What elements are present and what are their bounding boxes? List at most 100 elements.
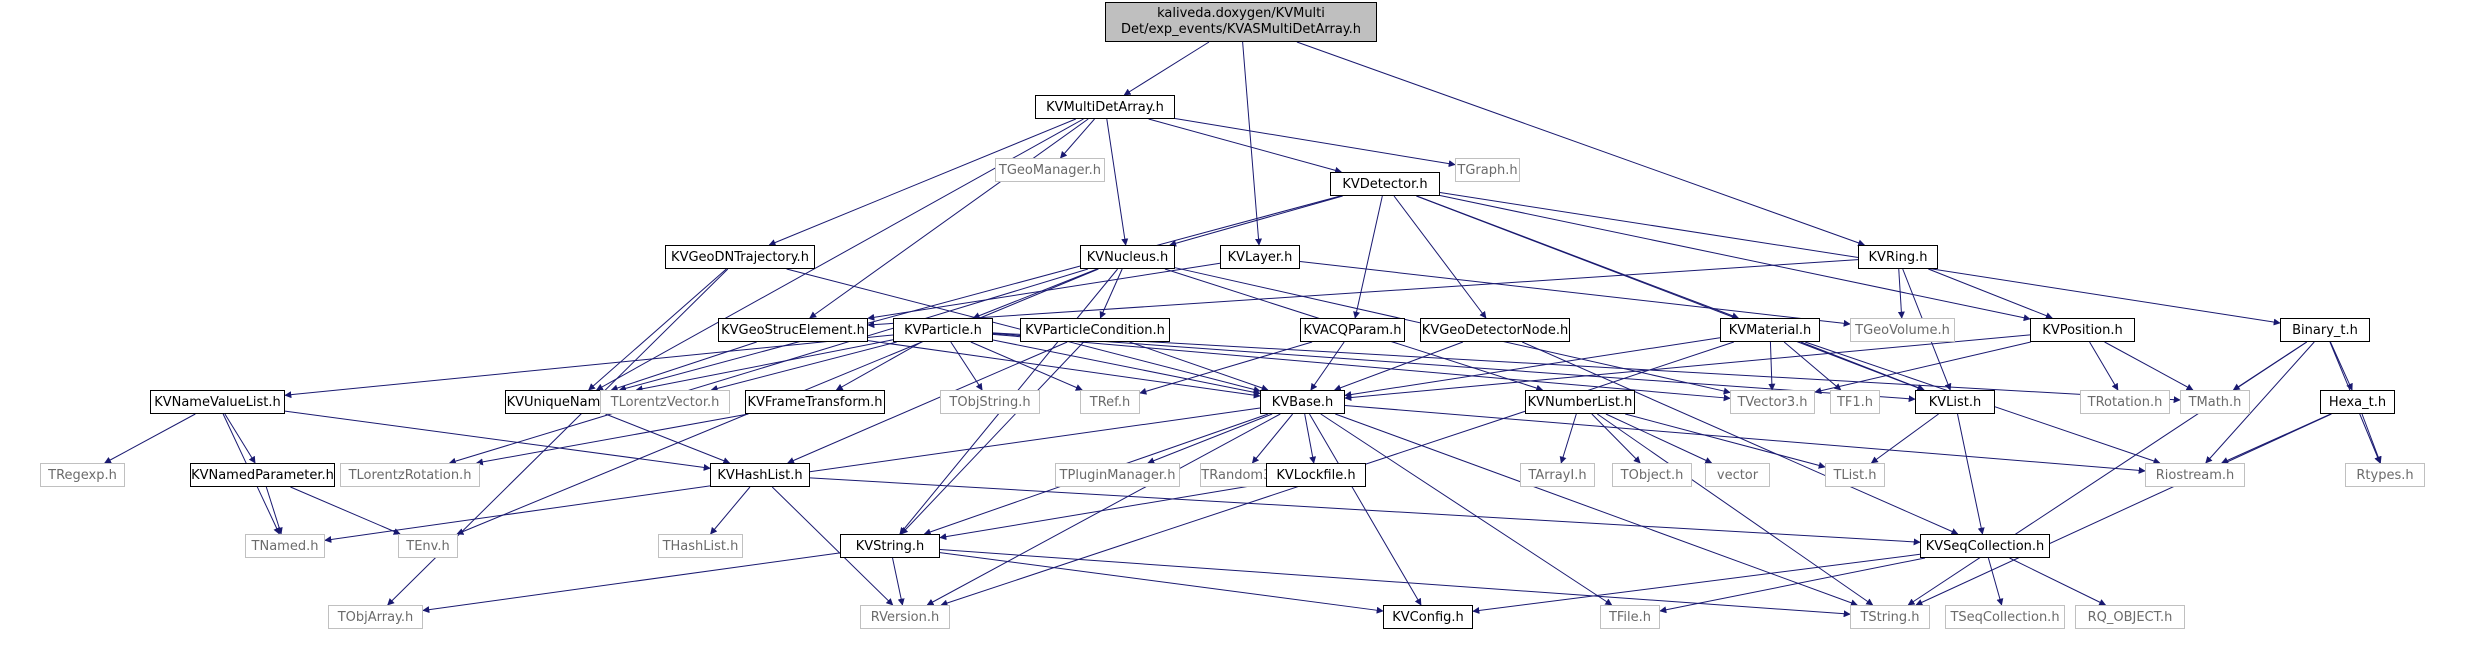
node-tarrayi[interactable]: TArrayI.h — [1520, 463, 1595, 487]
edge-kvmultidetarray-to-kvgeostrucelement — [809, 118, 1089, 319]
node-kvlist[interactable]: KVList.h — [1915, 390, 1995, 414]
node-kvlayer[interactable]: KVLayer.h — [1220, 245, 1300, 269]
edge-kvacqparam-to-kvbase — [1310, 341, 1345, 391]
edge-hexa_t-to-tstring — [1915, 413, 2332, 606]
edge-kvbase-to-kvconfig — [1309, 413, 1422, 606]
edge-root-to-kvlayer — [1242, 41, 1263, 246]
node-kvnamedparameter[interactable]: KVNamedParameter.h — [190, 463, 335, 487]
edge-kvparticle-to-kvnamevaluelist — [284, 334, 894, 399]
node-tfile[interactable]: TFile.h — [1600, 605, 1660, 629]
node-kvring[interactable]: KVRing.h — [1858, 245, 1938, 269]
edge-kvhashlist-to-kvseqcollection — [809, 477, 1921, 546]
edge-kvparticle-to-kvframetransform — [835, 341, 922, 391]
node-tlorentzrotation[interactable]: TLorentzRotation.h — [340, 463, 480, 487]
node-kvgeodntrajectory[interactable]: KVGeoDNTrajectory.h — [665, 245, 815, 269]
root-file-line1: kaliveda.doxygen/KVMulti — [1157, 6, 1325, 21]
node-riostream[interactable]: Riostream.h — [2145, 463, 2245, 487]
node-tobjstring[interactable]: TObjString.h — [940, 390, 1040, 414]
node-rq-object[interactable]: RQ_OBJECT.h — [2075, 605, 2185, 629]
edge-kvgeodntrajectory-to-kvuniquenamelist — [588, 268, 727, 391]
node-kvparticle[interactable]: KVParticle.h — [893, 318, 993, 342]
node-tgeovolume[interactable]: TGeoVolume.h — [1850, 318, 1955, 342]
edge-kvstring-to-kvconfig — [939, 552, 1384, 614]
node-kvhashlist[interactable]: KVHashList.h — [710, 463, 810, 487]
edge-binary_t-to-tstring — [1907, 341, 2308, 606]
node-tmath[interactable]: TMath.h — [2180, 390, 2250, 414]
node-tgeomanager[interactable]: TGeoManager.h — [995, 158, 1105, 182]
node-tenv[interactable]: TEnv.h — [398, 534, 458, 558]
node-kvnumberlist[interactable]: KVNumberList.h — [1525, 390, 1635, 414]
edge-kvparticle-to-tmath — [992, 332, 2181, 404]
node-rversion[interactable]: RVersion.h — [860, 605, 950, 629]
node-thashlist[interactable]: THashList.h — [658, 534, 743, 558]
node-tf1[interactable]: TF1.h — [1830, 390, 1880, 414]
root-file-node[interactable]: kaliveda.doxygen/KVMulti Det/exp_events/… — [1105, 2, 1377, 42]
edge-kvlayer-to-kvgeostrucelement — [867, 262, 1221, 321]
node-trotation[interactable]: TRotation.h — [2080, 390, 2170, 414]
edge-kvnumberlist-to-tarrayi — [1559, 413, 1577, 464]
node-tseqcollection[interactable]: TSeqCollection.h — [1945, 605, 2065, 629]
edge-kvacqparam-to-tref — [1139, 341, 1313, 395]
node-kvmultidetarray[interactable]: KVMultiDetArray.h — [1035, 95, 1175, 119]
node-hexa-t[interactable]: Hexa_t.h — [2320, 390, 2395, 414]
node-kvmaterial[interactable]: KVMaterial.h — [1720, 318, 1820, 342]
node-tpluginmanager[interactable]: TPluginManager.h — [1055, 463, 1180, 487]
edge-kvdetector-to-kvacqparam — [1353, 195, 1383, 319]
node-kvnucleus[interactable]: KVNucleus.h — [1080, 245, 1175, 269]
edge-kvnumberlist-to-tlist — [1625, 413, 1826, 469]
node-tobjarray[interactable]: TObjArray.h — [328, 605, 423, 629]
node-kvseqcollection[interactable]: KVSeqCollection.h — [1920, 534, 2050, 558]
node-kvgeodetectornode[interactable]: KVGeoDetectorNode.h — [1420, 318, 1570, 342]
edge-kvnamedparameter-to-tnamed — [265, 486, 283, 535]
node-rtypes[interactable]: Rtypes.h — [2345, 463, 2425, 487]
node-kvstring[interactable]: KVString.h — [840, 534, 940, 558]
node-tobject[interactable]: TObject.h — [1612, 463, 1692, 487]
edge-kvdetector-to-kvuniquenamelist — [618, 195, 1341, 392]
edge-kvparticle-to-tobjstring — [950, 341, 983, 391]
node-tlorentzvector[interactable]: TLorentzVector.h — [600, 390, 730, 414]
edge-binary_t-to-hexa_t — [2329, 341, 2353, 391]
edge-kvframetransform-to-tlorentzrotation — [475, 413, 749, 466]
root-file-line2: Det/exp_events/KVASMultiDetArray.h — [1120, 22, 1362, 37]
node-tstring[interactable]: TString.h — [1850, 605, 1930, 629]
edge-kvparticle-to-tref — [970, 341, 1083, 391]
node-binary-t[interactable]: Binary_t.h — [2280, 318, 2370, 342]
edge-kvmaterial-to-kvbase — [1344, 337, 1721, 398]
node-vector[interactable]: vector — [1705, 463, 1770, 487]
node-kvlockfile[interactable]: KVLockfile.h — [1266, 463, 1366, 487]
node-kvconfig[interactable]: KVConfig.h — [1383, 605, 1473, 629]
edge-kvmultidetarray-to-kvgeodntrajectory — [768, 118, 1076, 246]
node-kvparticlecondition[interactable]: KVParticleCondition.h — [1020, 318, 1170, 342]
edge-kvseqcollection-to-rq_object — [2009, 557, 2107, 606]
edge-kvseqcollection-to-kvconfig — [1472, 553, 1921, 614]
edge-kvgeostrucelement-to-kvbase — [867, 340, 1261, 399]
edge-kvparticle-to-kvlist — [992, 333, 1916, 403]
node-tgraph[interactable]: TGraph.h — [1455, 158, 1520, 182]
node-kvframetransform[interactable]: KVFrameTransform.h — [745, 390, 885, 414]
edge-kvring-to-kvposition — [1928, 268, 2053, 319]
edge-kvgeostrucelement-to-kvuniquenamelist — [610, 341, 757, 392]
edge-kvnucleus-to-tlorentzrotation — [448, 268, 1089, 465]
node-tnamed[interactable]: TNamed.h — [245, 534, 325, 558]
node-kvgeostrucelement[interactable]: KVGeoStrucElement.h — [718, 318, 868, 342]
node-kvacqparam[interactable]: KVACQParam.h — [1300, 318, 1405, 342]
edge-kvparticle-to-kvbase — [992, 339, 1261, 396]
edge-kvstring-to-tobjarray — [422, 552, 841, 614]
edge-kvbase-to-trandom3 — [1251, 413, 1294, 464]
edge-kvhashlist-to-rversion — [771, 486, 894, 606]
edge-hexa_t-to-rtypes — [2361, 413, 2382, 464]
node-tregexp[interactable]: TRegexp.h — [40, 463, 125, 487]
node-tlist[interactable]: TList.h — [1825, 463, 1885, 487]
edge-kvnucleus-to-kvparticle — [972, 268, 1098, 319]
node-tvector3[interactable]: TVector3.h — [1730, 390, 1815, 414]
edge-kvlist-to-kvseqcollection — [1957, 413, 1985, 535]
edge-kvnumberlist-to-tobject — [1591, 413, 1641, 464]
node-kvbase[interactable]: KVBase.h — [1260, 390, 1345, 414]
edge-kvparticlecondition-to-kvbase — [1129, 341, 1269, 392]
node-kvdetector[interactable]: KVDetector.h — [1330, 172, 1440, 196]
edge-kvparticlecondition-to-kvstring — [900, 341, 1084, 535]
edge-kvbase-to-tpluginmanager — [1147, 413, 1273, 464]
node-kvposition[interactable]: KVPosition.h — [2030, 318, 2135, 342]
node-kvnamevaluelist[interactable]: KVNameValueList.h — [150, 390, 285, 414]
node-tref[interactable]: TRef.h — [1080, 390, 1140, 414]
